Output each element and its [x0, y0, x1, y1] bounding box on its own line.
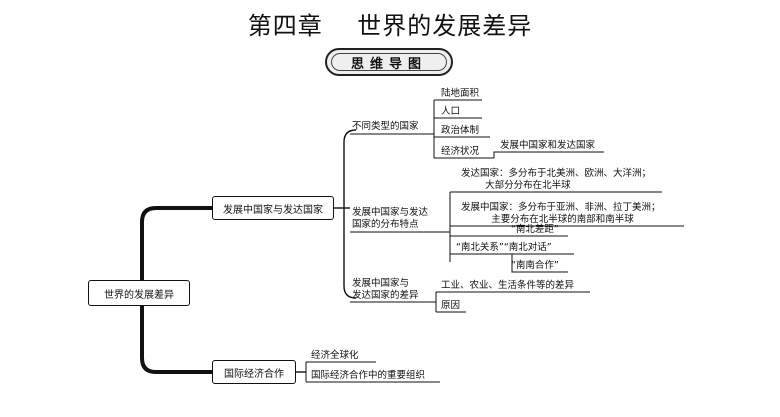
branch1-node: 发展中国家与发达国家 [212, 196, 334, 220]
sub3-item-1: 工业、农业、生活条件等的差异 [441, 280, 575, 291]
mind-map-banner: 思维导图 [325, 48, 453, 76]
branch2-item-1: 经济全球化 [311, 350, 359, 361]
root-node: 世界的发展差异 [88, 280, 190, 306]
branch2-node: 国际经济合作 [212, 360, 296, 384]
root-label: 世界的发展差异 [104, 289, 174, 301]
sub3-label: 发展中国家与 发达国家的差异 [352, 278, 419, 301]
sub3-item-2: 原因 [441, 300, 461, 311]
sub1-item-3: 政治体制 [441, 125, 480, 136]
sub1-label: 不同类型的国家 [352, 121, 419, 132]
sub1-item-4: 经济状况 [441, 146, 480, 157]
sub1-item-1: 陆地面积 [441, 88, 480, 99]
trunk-to-branch2 [140, 292, 212, 374]
branch1-sub3-curve [343, 208, 357, 299]
nanbei-gap-text: “南北差距” [511, 224, 559, 235]
nannan-text: “南南合作” [511, 260, 559, 271]
sub1-econ-text: 发展中国家和发达国家 [500, 140, 596, 151]
developed-text: 发达国家：多分布于北美洲、欧洲、大洋洲； 大部分分布在北半球 [461, 168, 652, 191]
branch2-item-2: 国际经济合作中的重要组织 [311, 370, 426, 381]
nanbei-relation-text: “南北关系”“南北对话” [456, 242, 552, 253]
branch2-label: 国际经济合作 [224, 368, 284, 380]
econ-connector [493, 151, 604, 158]
trunk-to-branch1 [140, 206, 212, 294]
developing-text: 发展中国家：多分布于亚洲、非洲、拉丁美洲； 主要分布在北半球的南部和南半球 [461, 202, 661, 225]
branch1-sub1-curve [343, 129, 357, 208]
page-title: 第四章 世界的发展差异 [247, 12, 533, 40]
banner-label: 思维导图 [350, 56, 427, 72]
branch1-label: 发展中国家与发达国家 [223, 204, 323, 216]
nannan-bracket [511, 254, 568, 273]
sub2-label: 发展中国家与发达 国家的分布特点 [352, 207, 429, 230]
sub1-item-2: 人口 [441, 106, 461, 117]
